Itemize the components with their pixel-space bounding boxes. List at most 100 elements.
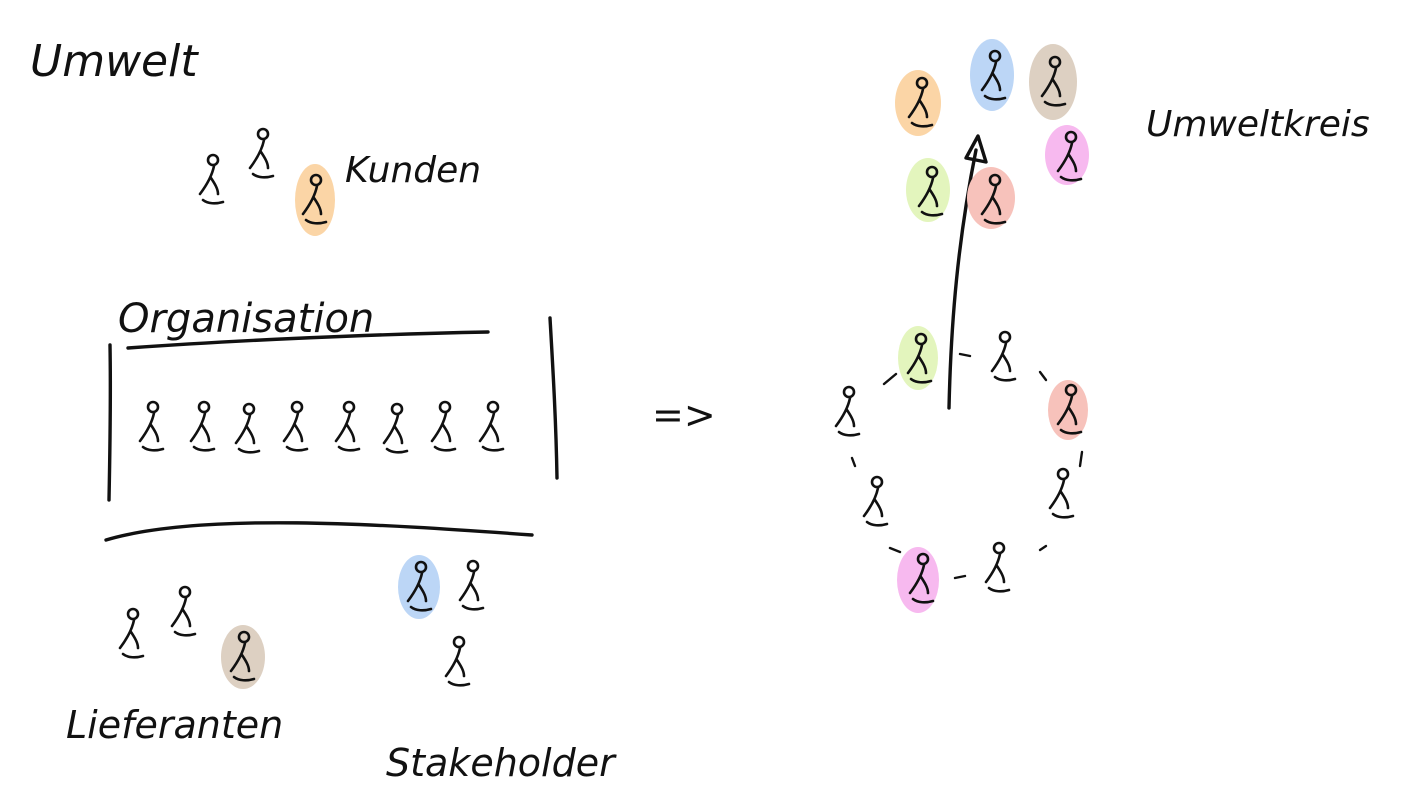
figure-head	[290, 400, 304, 414]
stakeholder-group: Stakeholder	[386, 555, 617, 785]
stakeholder-figure-2	[458, 559, 485, 611]
circle-dash	[882, 372, 898, 386]
figure-head	[390, 402, 404, 416]
figure-head	[992, 541, 1006, 555]
figure-body	[248, 138, 275, 179]
figure-head	[1064, 383, 1078, 397]
figure-body	[334, 411, 361, 452]
figure-head	[242, 402, 256, 416]
figure-head	[126, 607, 140, 621]
circle-figure	[906, 332, 933, 384]
figure-body	[189, 411, 216, 452]
figure-body	[170, 596, 197, 637]
figure-body	[1056, 394, 1083, 435]
label-organisation: Organisation	[118, 296, 374, 342]
employee-figure	[382, 402, 409, 454]
lieferanten-figure-3	[229, 630, 256, 682]
circle-figure	[990, 330, 1017, 382]
cluster-figure	[907, 76, 934, 128]
figure-head	[870, 475, 884, 489]
figure-body	[198, 164, 225, 205]
implies-arrow: =>	[652, 393, 716, 437]
figure-body	[980, 60, 1007, 101]
employee-figure	[234, 402, 261, 454]
stakeholder-figure-3	[444, 635, 471, 687]
organisation-right-line	[548, 316, 559, 480]
employee-figure	[478, 400, 505, 452]
figure-body	[406, 571, 433, 612]
figure-head	[206, 153, 220, 167]
figure-head	[452, 635, 466, 649]
figure-body	[458, 570, 485, 611]
figure-body	[138, 411, 165, 452]
cluster-figure	[980, 173, 1007, 225]
lieferanten-figure-1	[118, 607, 145, 659]
circle-figure	[834, 385, 861, 437]
cluster-figure	[1040, 55, 1067, 107]
figure-body	[234, 413, 261, 454]
figure-body	[1056, 141, 1083, 182]
organisation-left-line	[107, 343, 113, 502]
figure-body	[444, 646, 471, 687]
organisation-top-line	[126, 330, 490, 350]
label-kunden: Kunden	[345, 150, 481, 191]
figure-head	[146, 400, 160, 414]
lieferanten-figure-2	[170, 585, 197, 637]
figure-body	[862, 486, 889, 527]
cluster-figure	[917, 165, 944, 217]
employee-figure	[138, 400, 165, 452]
organisation-box: Organisation	[104, 296, 559, 542]
figure-head	[915, 76, 929, 90]
circle-figure	[1056, 383, 1083, 435]
organisation-bottom-line	[104, 521, 534, 542]
label-umwelt: Umwelt	[30, 36, 199, 87]
figure-body	[980, 184, 1007, 225]
figure-body	[906, 343, 933, 384]
circle-dash	[958, 352, 972, 358]
figure-head	[309, 173, 323, 187]
employee-row	[138, 400, 505, 454]
circle-dash	[953, 574, 967, 580]
figure-head	[342, 400, 356, 414]
circle-figure	[908, 552, 935, 604]
figure-head	[842, 385, 856, 399]
figure-body	[478, 411, 505, 452]
circle-figure	[862, 475, 889, 527]
employee-figure	[334, 400, 361, 452]
figure-body	[382, 413, 409, 454]
figure-body	[917, 176, 944, 217]
circle-dash	[850, 456, 857, 468]
figure-head	[466, 559, 480, 573]
circle-dash	[1038, 544, 1048, 552]
figure-head	[414, 560, 428, 574]
label-umweltkreis: Umweltkreis	[1146, 104, 1370, 145]
kunden-figure-1	[198, 153, 225, 205]
lieferanten-group: Lieferanten	[66, 585, 283, 747]
arrow-head	[964, 134, 988, 164]
stakeholder-figure-1	[406, 560, 433, 612]
figure-head	[925, 165, 939, 179]
figure-head	[916, 552, 930, 566]
figure-head	[237, 630, 251, 644]
umweltkreis-cluster	[895, 39, 1089, 229]
employee-figure	[430, 400, 457, 452]
kunden-figure-2	[248, 127, 275, 179]
circle-dash	[1038, 370, 1048, 382]
figure-body	[908, 563, 935, 604]
figure-head	[988, 173, 1002, 187]
label-stakeholder: Stakeholder	[386, 741, 617, 785]
figure-head	[438, 400, 452, 414]
figure-body	[984, 552, 1011, 593]
circle-figure	[1048, 467, 1075, 519]
figure-body	[1048, 478, 1075, 519]
circle-dash	[1078, 450, 1084, 468]
cluster-figure	[1056, 130, 1083, 182]
employee-figure	[189, 400, 216, 452]
cluster-figure	[980, 49, 1007, 101]
kunden-group: Kunden	[198, 127, 481, 236]
figure-body	[990, 341, 1017, 382]
figure-body	[430, 411, 457, 452]
figure-head	[988, 49, 1002, 63]
figure-head	[197, 400, 211, 414]
figure-head	[1056, 467, 1070, 481]
